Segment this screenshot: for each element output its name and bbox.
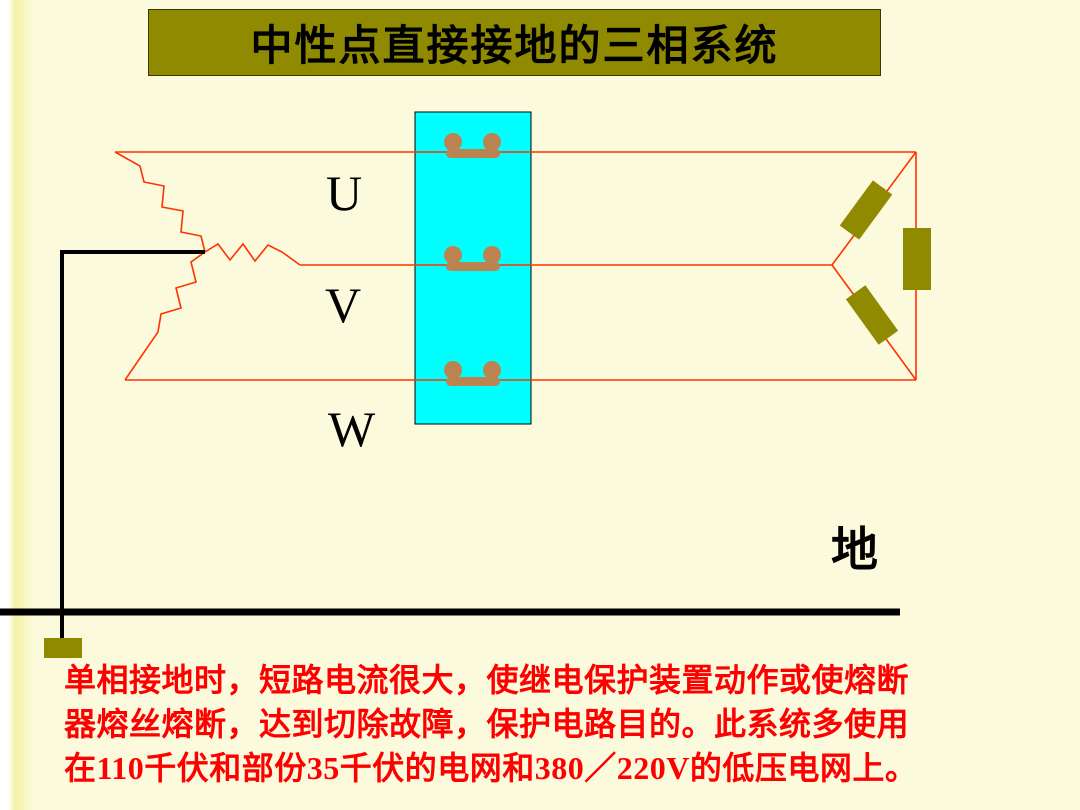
- fuse-v: [444, 246, 501, 271]
- fuse-contact: [444, 246, 462, 264]
- fuse-link: [446, 377, 500, 386]
- winding-w: [124, 251, 206, 381]
- fuse-contact: [483, 361, 501, 379]
- fuse-contact: [483, 246, 501, 264]
- winding-v: [204, 242, 301, 266]
- winding-u: [114, 151, 206, 253]
- caption-line: 在110千伏和部份35千伏的电网和380／220V的低压电网上。: [64, 750, 918, 786]
- caption-line: 单相接地时，短路电流很大，使继电保护装置动作或使熔断: [64, 662, 910, 698]
- load-resistor-upper: [839, 180, 893, 240]
- ground-electrode: [44, 638, 82, 658]
- phase-label-w: W: [328, 401, 376, 457]
- slide-edge-gradient: [0, 0, 34, 810]
- caption: 单相接地时，短路电流很大，使继电保护装置动作或使熔断 器熔丝熔断，达到切除故障，…: [64, 658, 917, 790]
- fuse-contact: [483, 133, 501, 151]
- phase-label-v: V: [325, 277, 362, 333]
- fuse-w: [444, 361, 501, 386]
- fuse-u: [444, 133, 501, 158]
- caption-line: 器熔丝熔断，达到切除故障，保护电路目的。此系统多使用: [64, 706, 910, 742]
- load-resistor-lower: [845, 285, 899, 345]
- fuse-link: [446, 262, 500, 271]
- load-resistor-right: [903, 228, 931, 290]
- phase-label-u: U: [326, 165, 363, 221]
- ground-label: 地: [831, 525, 878, 577]
- slide-title: 中性点直接接地的三相系统: [148, 9, 881, 76]
- neutral-conductor: [60, 250, 205, 648]
- fuse-link: [446, 149, 500, 158]
- fuse-contact: [444, 361, 462, 379]
- fuse-contact: [444, 133, 462, 151]
